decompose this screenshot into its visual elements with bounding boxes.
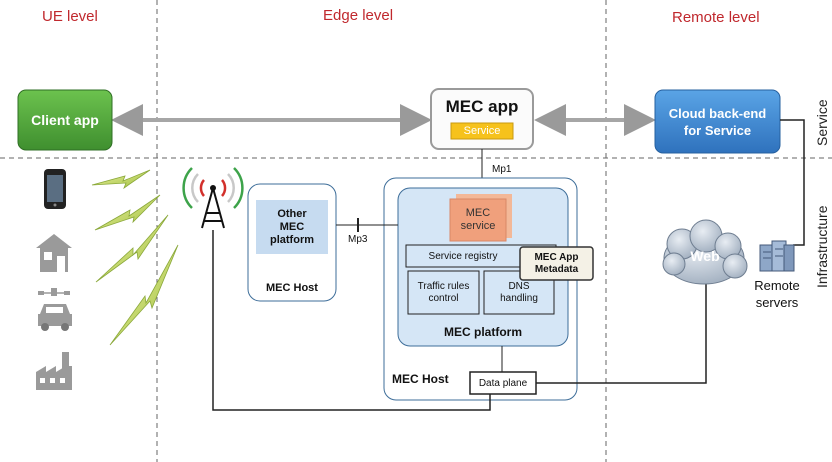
web-cloud-icon [662, 219, 748, 285]
traffic-rules-box [407, 270, 480, 315]
house-icon [36, 234, 72, 272]
ue-level-label: UE level [42, 8, 98, 25]
mp3-label: Mp3 [348, 234, 368, 245]
link-cloud-servers [780, 119, 805, 246]
cloud-backend-box [654, 89, 781, 154]
dns-label: DNS handling [500, 280, 538, 304]
metadata-label: MEC App Metadata [534, 251, 579, 275]
link-tower-dataplane [212, 230, 491, 411]
link-dataplane-web [536, 280, 707, 384]
mec-platform-label: MEC platform [444, 325, 522, 339]
remote-servers-label: Remote servers [754, 278, 800, 310]
data-plane-label: Data plane [478, 377, 528, 389]
mec-host-left-label: MEC Host [266, 282, 318, 294]
edge-level-label: Edge level [323, 7, 394, 24]
remote-level-label: Remote level [672, 9, 760, 26]
mec-service-label: MEC service [460, 207, 496, 232]
client-app-box [17, 89, 113, 151]
antenna-tower-icon [182, 167, 244, 229]
cloud-backend-label: Cloud back-end for Service [668, 105, 767, 138]
web-label: Web [690, 248, 720, 264]
service-side-label: Service [814, 99, 830, 146]
car-icon [38, 288, 72, 331]
traffic-rules-label: Traffic rules control [417, 280, 470, 304]
server-icon [759, 240, 795, 272]
mec-app-service-box [450, 122, 514, 140]
infrastructure-side-label: Infrastructure [814, 205, 830, 288]
mec-app-service-label: Service [463, 125, 501, 137]
factory-icon [36, 352, 72, 390]
mec-host-main-label: MEC Host [392, 372, 449, 386]
other-platform-box [256, 200, 328, 254]
other-platform-label: Other MEC platform [270, 207, 314, 246]
smartphone-icon [44, 169, 66, 209]
mp1-label: Mp1 [492, 164, 512, 175]
mec-service-box [449, 198, 507, 242]
service-registry-label: Service registry [428, 250, 498, 262]
lightning-bolt-icon [91, 169, 179, 346]
metadata-box [519, 246, 594, 281]
client-app-label: Client app [31, 112, 99, 128]
mec-app-title: MEC app [445, 97, 519, 116]
